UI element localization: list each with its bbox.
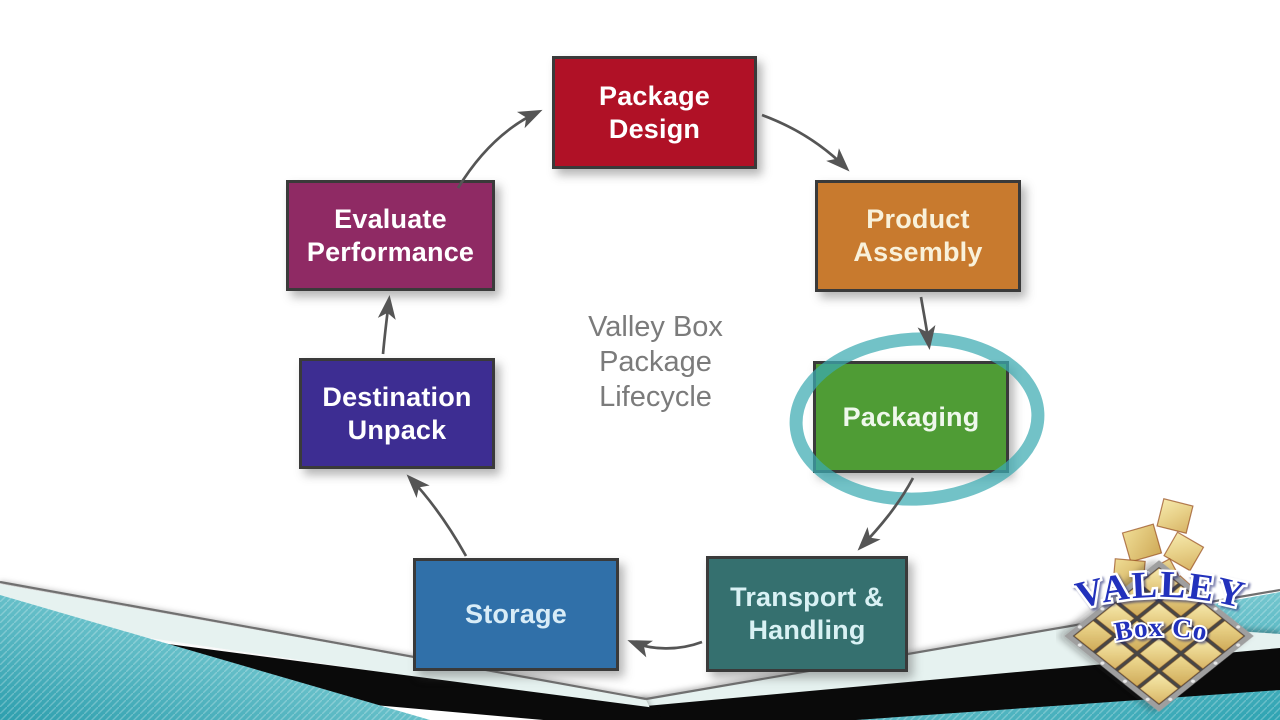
- node-product-assembly: Product Assembly: [815, 180, 1021, 292]
- node-label-line: Assembly: [853, 237, 983, 267]
- arrow-destination-unpack-to-evaluate: [377, 295, 396, 355]
- node-label-line: Design: [608, 113, 701, 144]
- diagram-title-line: Package: [599, 346, 712, 378]
- node-label-line: Evaluate: [334, 203, 447, 234]
- ribbon-left-teal-stripes: [0, 595, 430, 720]
- node-label-line: Handling: [748, 615, 866, 645]
- node-label-line: Unpack: [347, 414, 447, 445]
- node-label-line: Performance: [306, 236, 475, 267]
- node-label-line: Transport &: [730, 582, 884, 612]
- diagram-title: Valley Box Package Lifecycle: [548, 310, 763, 415]
- arrow-transport-to-storage: [627, 640, 703, 658]
- diagram-title-line: Lifecycle: [599, 381, 712, 413]
- node-label-line: Destination: [322, 381, 472, 412]
- arrow-evaluate-to-package-design: [456, 109, 543, 189]
- node-storage: Storage: [413, 558, 619, 671]
- node-packaging: Packaging: [813, 361, 1009, 473]
- node-package-design: Package Design: [552, 56, 757, 169]
- node-label-line: Product: [866, 204, 970, 234]
- node-destination-unpack: Destination Unpack: [299, 358, 495, 469]
- node-label-line: Storage: [465, 599, 567, 629]
- node-label-line: Packaging: [842, 401, 980, 432]
- arrow-packaging-to-transport: [857, 477, 915, 551]
- node-transport-handling: Transport & Handling: [706, 556, 908, 672]
- arrow-product-assembly-to-packaging: [917, 296, 936, 350]
- arrow-package-design-to-product-assembly: [761, 113, 850, 172]
- node-evaluate-performance: Evaluate Performance: [286, 180, 495, 291]
- ribbon-left-teal: [0, 595, 430, 720]
- arrow-storage-to-destination-unpack: [406, 474, 468, 557]
- node-label-line: Package: [599, 80, 710, 111]
- valley-box-logo: VALLEY Box Co: [1064, 498, 1254, 712]
- diagram-title-line: Valley Box: [588, 311, 723, 343]
